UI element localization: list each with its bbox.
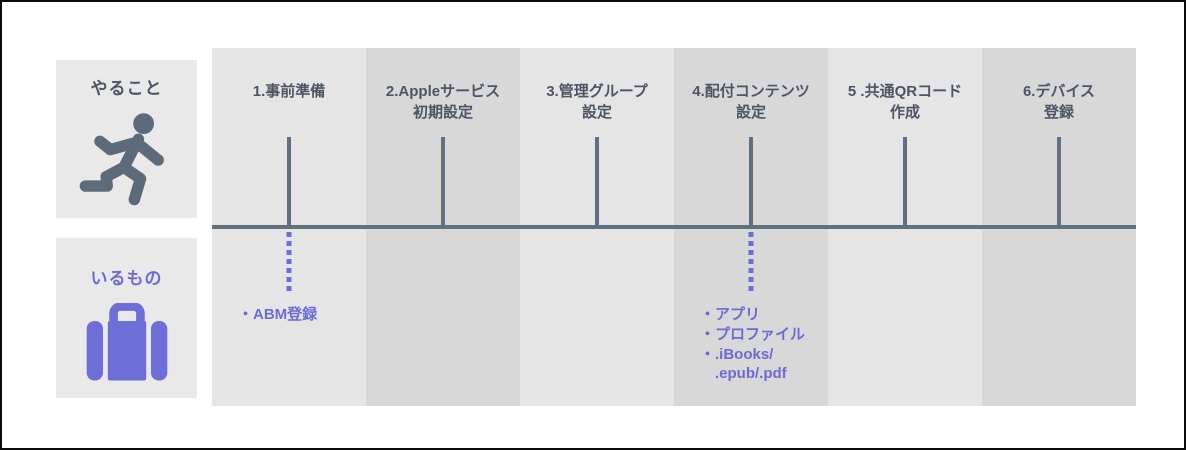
need-box: いるもの	[56, 238, 197, 398]
step-6-title: 6.デバイス 登録	[1022, 83, 1096, 121]
step-1-title: 1.事前準備	[252, 83, 326, 100]
step-5-title: 5 .共通QRコード 作成	[847, 83, 963, 121]
step-3-title: 3.管理グループ 設定	[546, 83, 648, 121]
tick-mark	[287, 137, 291, 228]
tick-mark	[749, 137, 753, 228]
briefcase-icon	[56, 289, 197, 398]
need-label: いるもの	[90, 269, 163, 288]
tick-mark	[903, 137, 907, 228]
tick-mark	[441, 137, 445, 228]
todo-box: やること	[56, 60, 197, 218]
step-4-title: 4.配付コンテンツ 設定	[692, 83, 810, 121]
step-1-requirements: ・ABM登録	[238, 306, 318, 323]
runner-icon	[56, 99, 197, 218]
todo-label: やること	[90, 79, 163, 98]
timeline-axis	[212, 225, 1136, 229]
tick-mark	[1057, 137, 1061, 228]
step-4-requirements: ・アプリ ・プロファイル ・.iBooks/ .epub/.pdf	[700, 306, 806, 383]
dotted-connector	[748, 232, 754, 292]
step-2-title: 2.Appleサービス 初期設定	[385, 83, 501, 121]
tick-mark	[595, 137, 599, 228]
dotted-connector	[286, 232, 292, 292]
